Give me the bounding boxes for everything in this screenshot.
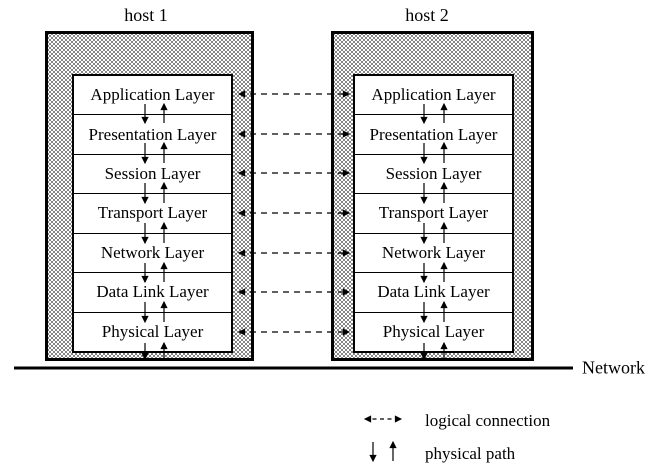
host2-title: host 2 (405, 5, 449, 25)
layer-label: Presentation Layer (369, 124, 498, 144)
host2-layer-application: Application Layer (355, 76, 512, 116)
host2-layer-session: Session Layer (355, 155, 512, 195)
layer-label: Application Layer (371, 85, 496, 105)
layer-label: Application Layer (90, 85, 215, 105)
host2-layer-datalink: Data Link Layer (355, 273, 512, 313)
layer-label: Network Layer (381, 242, 486, 262)
host2-layer-stack: Application Layer Presentation Layer Ses… (353, 74, 514, 353)
layer-label: Data Link Layer (96, 282, 209, 302)
legend-logical-label: logical connection (425, 411, 551, 430)
host1-layer-stack: Application Layer Presentation Layer Ses… (72, 74, 233, 353)
host1-title: host 1 (124, 5, 168, 25)
host2-layer-presentation: Presentation Layer (355, 115, 512, 155)
host1-layer-transport: Transport Layer (74, 194, 231, 234)
layer-label: Network Layer (100, 242, 205, 262)
host1-layer-network: Network Layer (74, 234, 231, 274)
layer-label: Session Layer (104, 164, 201, 184)
host2-layer-transport: Transport Layer (355, 194, 512, 234)
host1-layer-physical: Physical Layer (74, 313, 231, 351)
legend-physical-label: physical path (425, 444, 516, 463)
host1-layer-presentation: Presentation Layer (74, 115, 231, 155)
host1-layer-datalink: Data Link Layer (74, 273, 231, 313)
network-label: Network (582, 357, 645, 378)
layer-label: Transport Layer (97, 203, 208, 223)
host1-layer-application: Application Layer (74, 76, 231, 116)
host1-layer-session: Session Layer (74, 155, 231, 195)
host2-layer-network: Network Layer (355, 234, 512, 274)
legend-icons (363, 415, 403, 463)
layer-label: Physical Layer (101, 321, 204, 341)
layer-label: Physical Layer (382, 321, 485, 341)
layer-label: Data Link Layer (377, 282, 490, 302)
layer-label: Transport Layer (378, 203, 489, 223)
layer-label: Presentation Layer (88, 124, 217, 144)
host2-layer-physical: Physical Layer (355, 313, 512, 351)
layer-label: Session Layer (385, 164, 482, 184)
